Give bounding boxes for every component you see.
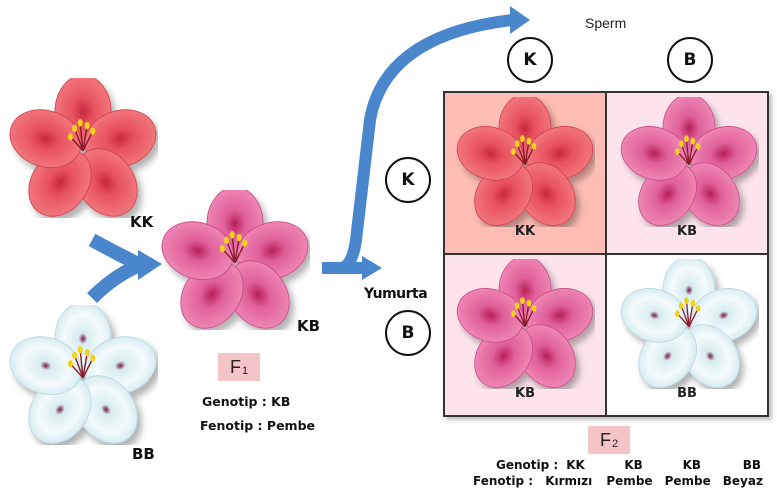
f1-genotype-line: Genotip : KB [202,394,291,409]
cell-genotype: KK [514,224,536,239]
f2-phenotype-prefix: Fenotip : [473,474,534,488]
f1-badge-letter: F [229,356,241,377]
parent-red-genotype: KK [130,213,154,231]
parent-red-flower [8,78,158,218]
arrow-head-f1 [138,250,162,280]
cell-genotype: KB [677,224,697,239]
f2-genotype-row: Genotip : KK KB KB BB [496,458,761,472]
cell-red-flower [455,97,595,227]
punnett-cell-kk: KK [445,93,607,255]
arrow-head-sperm [510,6,530,34]
egg-allele-b: B [385,310,431,356]
parent-white-flower [8,305,158,445]
punnett-square: KK KB KB BB [443,91,769,417]
sperm-allele-k: K [507,37,553,83]
parent-white-genotype: BB [132,445,155,463]
arrow-white-to-f1 [87,258,143,304]
f2-genotype-item: BB [742,458,762,472]
f2-genotype-item: KK [566,458,585,472]
f2-badge-letter: F [599,429,611,450]
egg-allele-k: K [385,157,431,203]
cell-pink-flower [619,97,759,227]
f2-phenotype-row: Fenotip : Kırmızı Pembe Pembe Beyaz [473,474,763,488]
f1-pink-flower [160,190,310,330]
f1-badge-sub: 1 [241,365,249,377]
f2-phenotype-item: Beyaz [722,474,763,488]
cell-genotype: KB [515,386,535,401]
cell-genotype: BB [677,386,697,401]
f2-genotype-prefix: Genotip : [496,458,559,472]
f2-phenotype-item: Pembe [606,474,653,488]
punnett-cell-kb-top: KB [607,93,767,255]
f2-phenotype-item: Kırmızı [545,474,593,488]
f1-genotype-label: KB [297,317,321,335]
arrow-head-egg [362,256,382,280]
cell-white-flower [619,259,759,389]
f2-genotype-item: KB [682,458,702,472]
cell-pink-flower [455,259,595,389]
f2-genotype-item: KB [624,458,643,472]
sperm-allele-b: B [667,37,713,83]
punnett-cell-kb-bottom: KB [445,255,607,415]
f1-phenotype-line: Fenotip : Pembe [200,418,315,433]
f2-badge-sub: 2 [611,438,619,450]
egg-label: Yumurta [364,286,428,302]
sperm-label: Sperm [585,15,627,31]
punnett-cell-bb: BB [607,255,767,415]
f2-phenotype-item: Pembe [664,474,711,488]
